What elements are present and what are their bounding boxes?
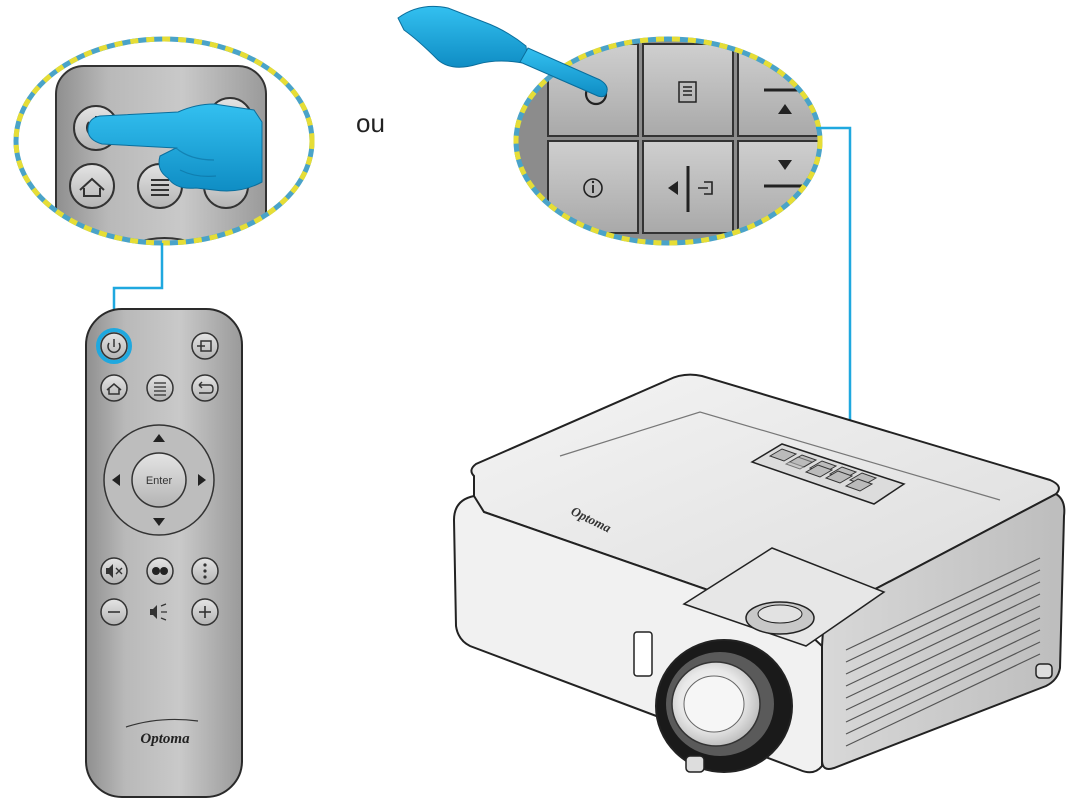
enter-label: Enter: [146, 475, 173, 487]
remote-volume-down-button[interactable]: [100, 598, 128, 626]
menu-icon: [678, 81, 697, 103]
projector-keypad[interactable]: [750, 443, 906, 505]
menu-icon: [154, 382, 166, 396]
input-source-icon: [698, 181, 713, 195]
remote-power-button[interactable]: [96, 328, 132, 364]
ok-dot-icon: [152, 567, 168, 575]
dpad-down-arrow[interactable]: [153, 518, 165, 526]
home-icon: [106, 383, 122, 395]
dpad-up-arrow[interactable]: [153, 434, 165, 442]
remote-menu-button[interactable]: [146, 374, 174, 402]
remote-control: Enter: [85, 308, 243, 798]
remote-home-button[interactable]: [100, 374, 128, 402]
zoom-home-button[interactable]: [69, 163, 115, 209]
mute-icon: [106, 564, 123, 578]
remote-enter-button[interactable]: Enter: [131, 452, 187, 508]
more-options-icon: [203, 563, 207, 579]
down-arrow-icon: [778, 160, 792, 170]
keypad-hand-outer: [397, 5, 608, 98]
input-source-icon: [197, 340, 212, 352]
remote-body: [85, 308, 243, 798]
or-label: ou: [356, 108, 385, 138]
left-arrow-icon: [668, 181, 678, 195]
remote-brand-logo: Optoma: [125, 718, 199, 747]
keypad-left-source-key[interactable]: [642, 140, 734, 234]
power-icon: [107, 339, 121, 353]
hand-pointer-icon: [87, 103, 263, 192]
remote-ok-button[interactable]: [146, 557, 174, 585]
keypad-info-key[interactable]: [547, 140, 639, 234]
projector-foot: [1035, 663, 1053, 679]
projector-lens: [655, 639, 793, 773]
projector-foot: [685, 755, 705, 773]
dpad-left-arrow[interactable]: [112, 474, 120, 486]
remote-mute-button[interactable]: [100, 557, 128, 585]
dpad-right-arrow[interactable]: [198, 474, 206, 486]
projector-vents: [845, 557, 1041, 747]
volume-icon: [150, 603, 167, 621]
remote-input-button[interactable]: [191, 332, 219, 360]
back-icon: [198, 381, 214, 394]
home-icon: [79, 177, 105, 197]
volume-up-icon: [199, 606, 211, 618]
info-icon: [583, 178, 603, 198]
keypad-menu-key[interactable]: [642, 43, 734, 137]
projector-side: [821, 492, 1066, 770]
remote-back-button[interactable]: [191, 374, 219, 402]
remote-volume-up-button[interactable]: [191, 598, 219, 626]
keypad-down-key[interactable]: [737, 140, 828, 234]
remote-zoom-inset: [13, 36, 315, 246]
projector-ir-sensor: [633, 631, 653, 677]
up-arrow-icon: [778, 104, 792, 114]
projector: Optoma: [452, 373, 1066, 774]
remote-brand-text: Optoma: [140, 731, 190, 747]
menu-icon: [151, 179, 169, 196]
remote-more-options-button[interactable]: [191, 557, 219, 585]
keypad-connector-line: [816, 126, 852, 490]
